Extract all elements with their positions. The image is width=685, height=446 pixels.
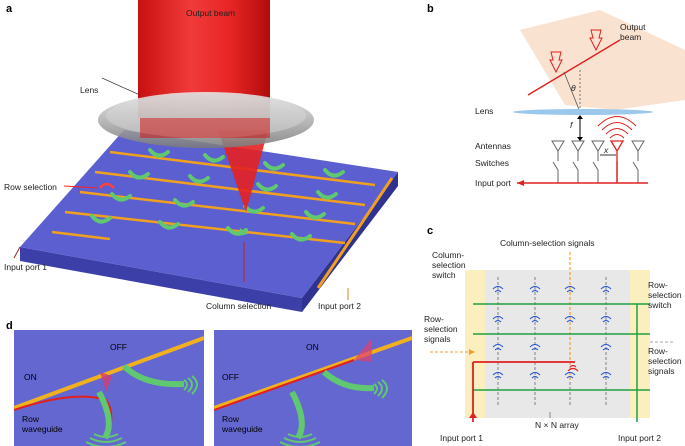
lens-label: Lens (475, 106, 494, 116)
column-selection-signals-label: Column-selection signals (500, 238, 595, 248)
switches-label: Switches (475, 158, 510, 168)
panel-b-diagram (513, 10, 685, 186)
output-beam-label: Output beam (186, 8, 236, 18)
off-switch (121, 363, 185, 388)
column-selection-switch (238, 228, 248, 236)
output-beam-label: Output beam (620, 22, 646, 42)
f-label: f (570, 120, 573, 130)
on-switch (96, 390, 112, 440)
row-selection-signals-right-label: Row-selection signals (648, 346, 682, 376)
lens-label: Lens (80, 85, 99, 95)
off-label: OFF (110, 342, 127, 352)
panel-d: d ON OFF Row waveguide (0, 320, 420, 446)
lens (513, 109, 653, 115)
row-waveguides (473, 303, 650, 391)
row-waveguide-label: Row waveguide (222, 414, 263, 434)
theta-label: θ (571, 83, 576, 93)
chip-top (20, 130, 398, 298)
switches (552, 161, 639, 183)
panel-b-label: b (427, 3, 434, 15)
on-switch (321, 369, 375, 392)
array-antennas (492, 286, 612, 379)
wavefront (527, 39, 621, 96)
panel-a: a (0, 0, 415, 318)
on-label: ON (306, 342, 319, 352)
beam-band (520, 10, 685, 110)
grating-2 (183, 375, 198, 395)
off-switch (289, 390, 305, 440)
on-label: ON (24, 372, 37, 382)
row-selection-switch (99, 182, 115, 189)
array-label: N × N array (535, 420, 579, 430)
input-port-2-label: Input port 2 (318, 301, 362, 311)
antennas (551, 140, 645, 161)
active-antenna (567, 364, 579, 372)
row-selection-signals-left-label: Row-selection signals (424, 314, 458, 344)
active-antenna (609, 140, 625, 161)
grating-2 (373, 379, 388, 399)
panel-c: c (420, 222, 685, 446)
antennas-label: Antennas (475, 141, 511, 151)
panel-d-label: d (6, 320, 13, 332)
x-label: x (604, 145, 609, 155)
array-region (485, 270, 630, 418)
grating-1 (85, 433, 127, 446)
column-selection-switch-label: Column-selection switch (432, 250, 466, 280)
grating-1 (279, 433, 321, 446)
input-port-label: Input port (475, 178, 511, 188)
row-selection-label: Row selection (4, 182, 57, 192)
antenna-array (90, 148, 345, 242)
input-port-1-label: Input port 1 (440, 433, 484, 443)
panel-d-left: ON OFF Row waveguide (14, 330, 204, 446)
emission-arcs (597, 116, 637, 139)
panel-a-illustration (13, 0, 398, 312)
input-port-2-waveguide (316, 177, 394, 289)
wavefront-arrow-2 (589, 29, 603, 52)
panel-a-label: a (6, 3, 13, 15)
chip-front-face (20, 247, 302, 312)
panel-c-label: c (427, 225, 434, 237)
input-port-1-label: Input port 1 (4, 262, 48, 272)
row-waveguide-label: Row waveguide (22, 414, 63, 434)
on-path (214, 359, 355, 411)
column-selection-label: Column selection (206, 301, 272, 311)
input-port-2-label: Input port 2 (618, 433, 662, 443)
row-selection-switch-label: Row-selection switch (648, 280, 682, 310)
panel-c-diagram (430, 252, 675, 422)
wavefront-arrow-1 (549, 51, 563, 74)
focused-beam (218, 130, 268, 212)
panel-d-right: OFF ON Row waveguide (214, 330, 412, 446)
off-label: OFF (222, 372, 239, 382)
panel-b: b (420, 0, 685, 215)
